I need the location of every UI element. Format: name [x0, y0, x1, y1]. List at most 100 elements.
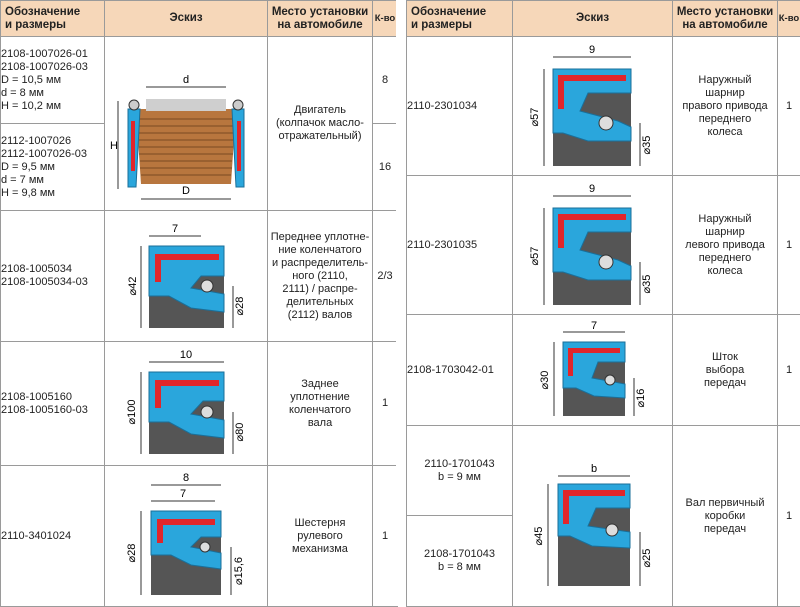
part-code: 2112-1007026-03	[1, 148, 104, 161]
sketch-seal: b ⌀45 ⌀25	[513, 426, 673, 607]
header-place-text: Место установки на автомобиле	[272, 6, 368, 31]
table-row-qty: 1	[778, 426, 800, 607]
place-text: Двигатель (колпачок масло- отражательный…	[276, 104, 364, 142]
label-width: 7	[590, 320, 596, 332]
label-width: b	[590, 463, 596, 475]
header-sketch-text: Эскиз	[576, 12, 609, 24]
table-row-qty: 8	[373, 37, 398, 124]
qty-text: 1	[382, 397, 388, 409]
label-od: ⌀57	[529, 108, 541, 127]
seal-drawing: 7 ⌀42 ⌀28	[111, 216, 261, 336]
header-designation: Обозначение и размеры	[407, 1, 513, 37]
dimension: H = 10,2 мм	[1, 100, 104, 113]
qty-text: 1	[786, 100, 792, 112]
spring	[200, 542, 210, 552]
table-row-code: 2108-1703042-01	[407, 315, 513, 426]
table-row-qty: 1	[778, 176, 800, 315]
label-od: ⌀42	[127, 277, 139, 296]
cap-top	[146, 99, 226, 111]
table-row-code: 2108-1007026-01 2108-1007026-03 D = 10,5…	[1, 37, 105, 124]
table-row-code: 2110-2301034	[407, 37, 513, 176]
label-od: ⌀100	[126, 400, 138, 425]
sketch-seal: 9 ⌀57 ⌀35	[513, 37, 673, 176]
column-gap	[396, 0, 406, 606]
label-id: ⌀25	[641, 549, 653, 568]
label-id: ⌀15,6	[233, 557, 245, 585]
sketch-valve-stem-seal: d D H	[105, 37, 268, 211]
part-code: 2108-1007026-01	[1, 48, 104, 61]
table-row-place: Шток выбора передач	[673, 315, 778, 426]
place-text: Наружный шарнир левого привода переднего…	[685, 213, 765, 277]
part-code: 2108-1005160-03	[1, 404, 104, 417]
label-od: ⌀30	[539, 371, 551, 390]
spring	[605, 375, 615, 385]
label-d: d	[183, 74, 189, 86]
dimension: d = 7 мм	[1, 174, 104, 187]
label-width-1: 8	[183, 472, 189, 484]
part-code: 2110-2301035	[407, 239, 512, 252]
table-row-code: 2108-1005160 2108-1005160-03	[1, 342, 105, 466]
qty-text: 1	[786, 364, 792, 376]
table-row-place: Заднее уплотнение коленчатого вала	[268, 342, 373, 466]
table-row-qty: 2/3	[373, 211, 398, 342]
qty-text: 8	[382, 74, 388, 86]
seal-drawing: 9 ⌀57 ⌀35	[518, 41, 668, 171]
label-width: 9	[588, 183, 594, 195]
place-text: Наружный шарнир правого привода переднег…	[682, 74, 767, 138]
table-row-place: Наружный шарнир левого привода переднего…	[673, 176, 778, 315]
sketch-seal: 7 ⌀30 ⌀16	[513, 315, 673, 426]
seal-drawing: 9 ⌀57 ⌀35	[518, 180, 668, 310]
table-row-code: 2110-1701043 b = 9 мм	[407, 426, 513, 516]
dimension: H = 9,8 мм	[1, 187, 104, 200]
valve-stem-seal-drawing: d D H	[106, 39, 266, 209]
part-code: 2108-1005160	[1, 391, 104, 404]
table-row-place: Двигатель (колпачок масло- отражательный…	[268, 37, 373, 211]
spring-right	[233, 100, 243, 110]
dimension: D = 10,5 мм	[1, 74, 104, 87]
header-sketch: Эскиз	[105, 1, 268, 37]
part-code: 2108-1703042-01	[407, 364, 512, 377]
header-place: Место установки на автомобиле	[268, 1, 373, 37]
spring	[201, 280, 213, 292]
spring	[201, 406, 213, 418]
place-text: Переднее уплотне- ние коленчатого и расп…	[271, 231, 370, 321]
table-row-qty: 16	[373, 124, 398, 211]
dimension: D = 9,5 мм	[1, 161, 104, 174]
dimension: d = 8 мм	[1, 87, 104, 100]
part-code: 2110-2301034	[407, 100, 512, 113]
table-row-place: Шестерня рулевого механизма	[268, 466, 373, 607]
qty-text: 1	[786, 510, 792, 522]
sketch-seal: 8 7 ⌀28 ⌀15,6	[105, 466, 268, 607]
header-qty-text: К-во	[779, 13, 799, 24]
part-code: 2112-1007026	[1, 135, 104, 148]
label-id: ⌀35	[641, 275, 653, 294]
label-id: ⌀16	[635, 389, 647, 408]
header-designation-text: Обозначение и размеры	[411, 6, 486, 31]
header-place-text: Место установки на автомобиле	[677, 6, 773, 31]
label-width: 10	[180, 349, 192, 361]
right-table: Обозначение и размеры Эскиз Место устано…	[406, 0, 800, 607]
header-designation-text: Обозначение и размеры	[5, 6, 80, 31]
place-text: Шестерня рулевого механизма	[292, 517, 348, 555]
insert-right	[237, 121, 241, 171]
place-text: Шток выбора передач	[704, 351, 746, 389]
spring	[606, 524, 618, 536]
label-od: ⌀45	[533, 527, 545, 546]
table-row-code: 2108-1701043 b = 8 мм	[407, 516, 513, 607]
part-code: 2110-3401024	[1, 530, 104, 543]
label-id: ⌀28	[234, 297, 246, 316]
table-row-code: 2110-3401024	[1, 466, 105, 607]
dimension: b = 9 мм	[407, 471, 512, 484]
header-qty: К-во	[778, 1, 800, 37]
place-text: Вал первичный коробки передач	[686, 497, 765, 535]
dimension: b = 8 мм	[407, 561, 512, 574]
left-table: Обозначение и размеры Эскиз Место устано…	[0, 0, 398, 607]
table-row-qty: 1	[373, 342, 398, 466]
table-row-place: Переднее уплотне- ние коленчатого и расп…	[268, 211, 373, 342]
seal-drawing: 7 ⌀30 ⌀16	[518, 320, 668, 420]
qty-text: 1	[382, 530, 388, 542]
sketch-seal: 9 ⌀57 ⌀35	[513, 176, 673, 315]
insert-left	[131, 121, 135, 171]
seal-drawing: 8 7 ⌀28 ⌀15,6	[111, 471, 261, 601]
seal-drawing: 10 ⌀100 ⌀80	[111, 346, 261, 461]
